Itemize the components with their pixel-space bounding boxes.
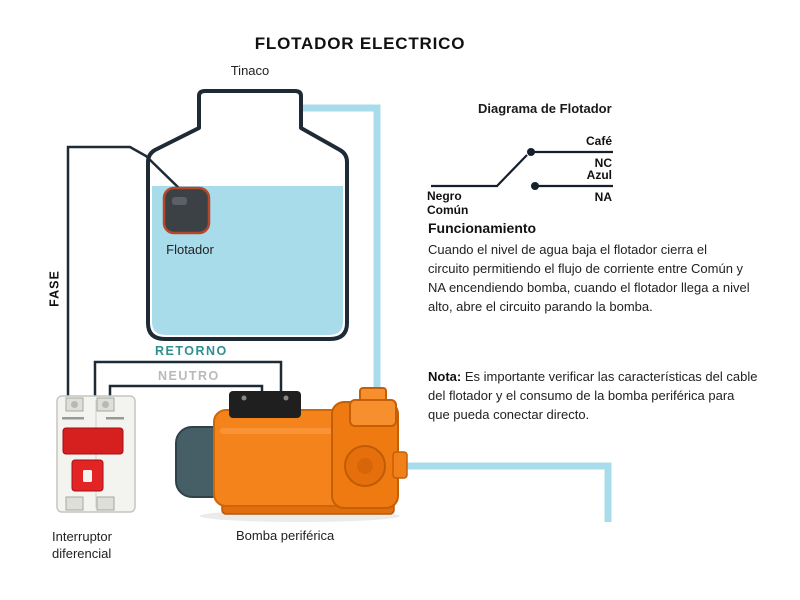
funcionamiento-text: Cuando el nivel de agua baja el flotador…: [428, 242, 750, 314]
nc-terminal-label: NC: [594, 156, 612, 170]
na-terminal-label: NA: [594, 190, 612, 204]
comun-terminal-label: Común: [427, 203, 469, 217]
float-label: Flotador: [166, 242, 214, 257]
fase-wire: [66, 145, 184, 396]
azul-wire-label: Azul: [586, 168, 612, 182]
float-diagram-title: Diagrama de Flotador: [478, 101, 612, 116]
retorno-wire: [93, 360, 283, 398]
page-title: FLOTADOR ELECTRICO: [254, 34, 466, 53]
nota-text: Nota: Es importante verificar las caract…: [428, 367, 758, 424]
fase-wire-label: FASE: [47, 270, 62, 307]
discharge-pipe: [396, 462, 612, 522]
breaker-label: Interruptor diferencial: [52, 529, 112, 561]
tank-label: Tinaco: [230, 63, 270, 78]
common-lead-line: [431, 154, 528, 188]
retorno-wire-label: RETORNO: [155, 344, 228, 358]
breaker-graphic: [56, 395, 136, 513]
na-contact-dot: [531, 182, 539, 190]
pump-graphic: [175, 387, 408, 522]
funcionamiento-heading: Funcionamiento: [428, 220, 537, 236]
neutro-wire-label: NEUTRO: [158, 369, 220, 383]
negro-wire-label: Negro: [427, 189, 462, 203]
electrical-wires: [66, 145, 283, 398]
cafe-wire-label: Café: [585, 134, 612, 148]
pump-label: Bomba periférica: [236, 528, 335, 543]
nota-label: Nota:: [428, 369, 462, 384]
float-switch-graphic: [162, 186, 211, 235]
suction-pipe: [300, 104, 381, 424]
water-pipe-lines: [300, 104, 612, 522]
neutro-wire: [108, 384, 264, 398]
float-switch-schematic: [431, 148, 613, 190]
nota-body: Es importante verificar las característi…: [428, 369, 758, 422]
nc-contact-dot: [527, 148, 535, 156]
tank-outline: [146, 89, 349, 341]
